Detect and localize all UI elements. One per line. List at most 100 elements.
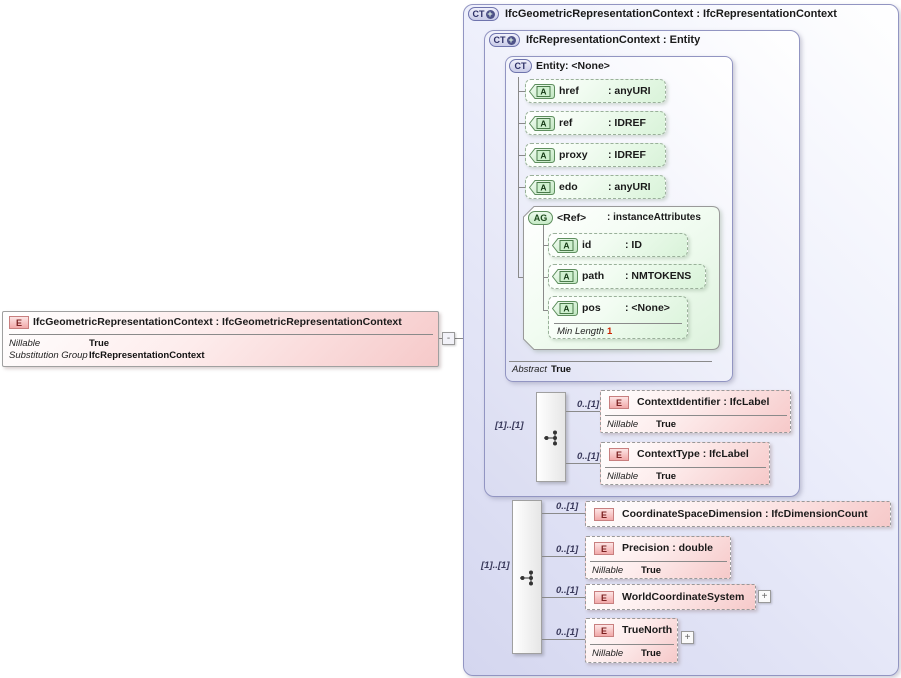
- sequence-icon: [544, 430, 557, 446]
- attribute-icon: A: [529, 148, 555, 163]
- element-contextidentifier[interactable]: E ContextIdentifier : IfcLabel Nillable …: [600, 390, 791, 433]
- branch-line: [542, 513, 585, 514]
- facet-label: Min Length: [557, 326, 605, 337]
- cardinality-label: 0..[1]: [577, 399, 600, 410]
- derivation-plus-icon: +: [506, 34, 516, 45]
- attribute-type: : <None>: [625, 302, 670, 314]
- prop-value: True: [641, 565, 662, 576]
- prop-value: True: [89, 338, 110, 349]
- attribute-stub: [518, 187, 525, 188]
- prop-label: Nillable: [607, 419, 639, 430]
- collapse-minus-icon[interactable]: -: [442, 332, 455, 345]
- panel-header-ifcrepresentationcontext[interactable]: CT+ IfcRepresentationContext : Entity: [489, 33, 700, 47]
- cardinality-label: 0..[1]: [556, 585, 579, 596]
- attribute-stub: [518, 91, 525, 92]
- element-icon: E: [594, 591, 614, 604]
- panel-header-ifcgeometricrepresentationcontext[interactable]: CT+ IfcGeometricRepresentationContext : …: [468, 7, 837, 21]
- element-title: WorldCoordinateSystem: [622, 591, 745, 603]
- prop-value: True: [656, 471, 677, 482]
- attribute-pos[interactable]: A pos : <None> Min Length 1: [548, 296, 688, 339]
- props-divider: [590, 561, 727, 562]
- branch-line: [566, 411, 600, 412]
- entity-name: Entity: [536, 60, 566, 72]
- element-truenorth[interactable]: E TrueNorth Nillable True: [585, 618, 678, 663]
- branch-line: [542, 556, 585, 557]
- svg-text:A: A: [563, 304, 569, 314]
- panel-header-entity[interactable]: CT: [509, 59, 532, 73]
- attribute-group-trunk: [543, 225, 544, 310]
- cardinality-label: 0..[1]: [577, 451, 600, 462]
- expand-plus-icon[interactable]: +: [681, 631, 694, 644]
- attribute-name: pos: [582, 302, 601, 314]
- connector-root-to-panel: [439, 338, 471, 339]
- attribute-name: href: [559, 85, 579, 97]
- complex-type-derived-icon: CT+: [489, 33, 520, 47]
- attribute-name: edo: [559, 181, 578, 193]
- element-worldcoordinatesystem[interactable]: E WorldCoordinateSystem: [585, 584, 756, 610]
- prop-label: Nillable: [607, 471, 639, 482]
- attribute-icon: A: [552, 238, 578, 253]
- svg-text:A: A: [540, 183, 546, 193]
- entity-prop-label: Abstract: [512, 364, 547, 375]
- props-divider: [605, 467, 766, 468]
- attribute-href[interactable]: A href : anyURI: [525, 79, 666, 103]
- prop-value: True: [641, 648, 662, 659]
- attribute-edo[interactable]: A edo : anyURI: [525, 175, 666, 199]
- element-icon: E: [594, 624, 614, 637]
- svg-text:A: A: [563, 272, 569, 282]
- attribute-id[interactable]: A id : ID: [548, 233, 688, 257]
- cardinality-label: [1]..[1]: [495, 420, 524, 431]
- attribute-name: proxy: [559, 149, 588, 161]
- root-element-box[interactable]: E IfcGeometricRepresentationContext : If…: [2, 311, 439, 367]
- attribute-name: path: [582, 270, 605, 282]
- props-divider: [9, 334, 433, 335]
- svg-text:A: A: [540, 87, 546, 97]
- attribute-stub: [518, 155, 525, 156]
- attribute-group-icon: AG: [528, 211, 553, 225]
- complex-type-derived-icon: CT+: [468, 7, 499, 21]
- prop-value: IfcRepresentationContext: [89, 350, 205, 361]
- attribute-stub: [518, 123, 525, 124]
- element-coordinatespacedimension[interactable]: E CoordinateSpaceDimension : IfcDimensio…: [585, 501, 891, 527]
- sequence-connector[interactable]: [512, 500, 542, 654]
- branch-line: [542, 639, 585, 640]
- attribute-path[interactable]: A path : NMTOKENS: [548, 264, 706, 289]
- cardinality-label: 0..[1]: [556, 544, 579, 555]
- attribute-group-type: : instanceAttributes: [607, 212, 701, 223]
- attribute-type: : anyURI: [608, 181, 651, 193]
- attribute-stub: [543, 310, 548, 311]
- attribute-stub: [543, 245, 548, 246]
- attribute-name: ref: [559, 117, 573, 129]
- attribute-icon: A: [529, 116, 555, 131]
- attribute-type: : anyURI: [608, 85, 651, 97]
- attribute-type: : IDREF: [608, 117, 646, 129]
- branch-line: [566, 463, 600, 464]
- panel-title: IfcGeometricRepresentationContext : IfcR…: [505, 8, 837, 20]
- props-divider: [605, 415, 787, 416]
- attribute-icon: A: [529, 180, 555, 195]
- element-contexttype[interactable]: E ContextType : IfcLabel Nillable True: [600, 442, 770, 485]
- element-icon: E: [609, 448, 629, 461]
- cardinality-label: 0..[1]: [556, 627, 579, 638]
- cardinality-label: 0..[1]: [556, 501, 579, 512]
- element-precision[interactable]: E Precision : double Nillable True: [585, 536, 731, 579]
- expand-plus-icon[interactable]: +: [758, 590, 771, 603]
- prop-value: True: [656, 419, 677, 430]
- attribute-proxy[interactable]: A proxy : IDREF: [525, 143, 666, 167]
- prop-label: Nillable: [592, 565, 624, 576]
- complex-type-icon: CT: [509, 59, 532, 73]
- facet-divider: [554, 323, 682, 324]
- attribute-group-header[interactable]: AG: [528, 211, 553, 225]
- entity-prop-value: True: [551, 364, 572, 375]
- ct-letters: CT: [493, 35, 506, 45]
- sequence-connector[interactable]: [536, 392, 566, 482]
- element-icon: E: [594, 508, 614, 521]
- attribute-type: : ID: [625, 239, 642, 251]
- attribute-ref[interactable]: A ref : IDREF: [525, 111, 666, 135]
- branch-line: [542, 597, 585, 598]
- cardinality-label: [1]..[1]: [481, 560, 510, 571]
- svg-text:A: A: [540, 151, 546, 161]
- derivation-plus-icon: +: [485, 8, 495, 19]
- element-icon: E: [609, 396, 629, 409]
- props-divider: [590, 644, 674, 645]
